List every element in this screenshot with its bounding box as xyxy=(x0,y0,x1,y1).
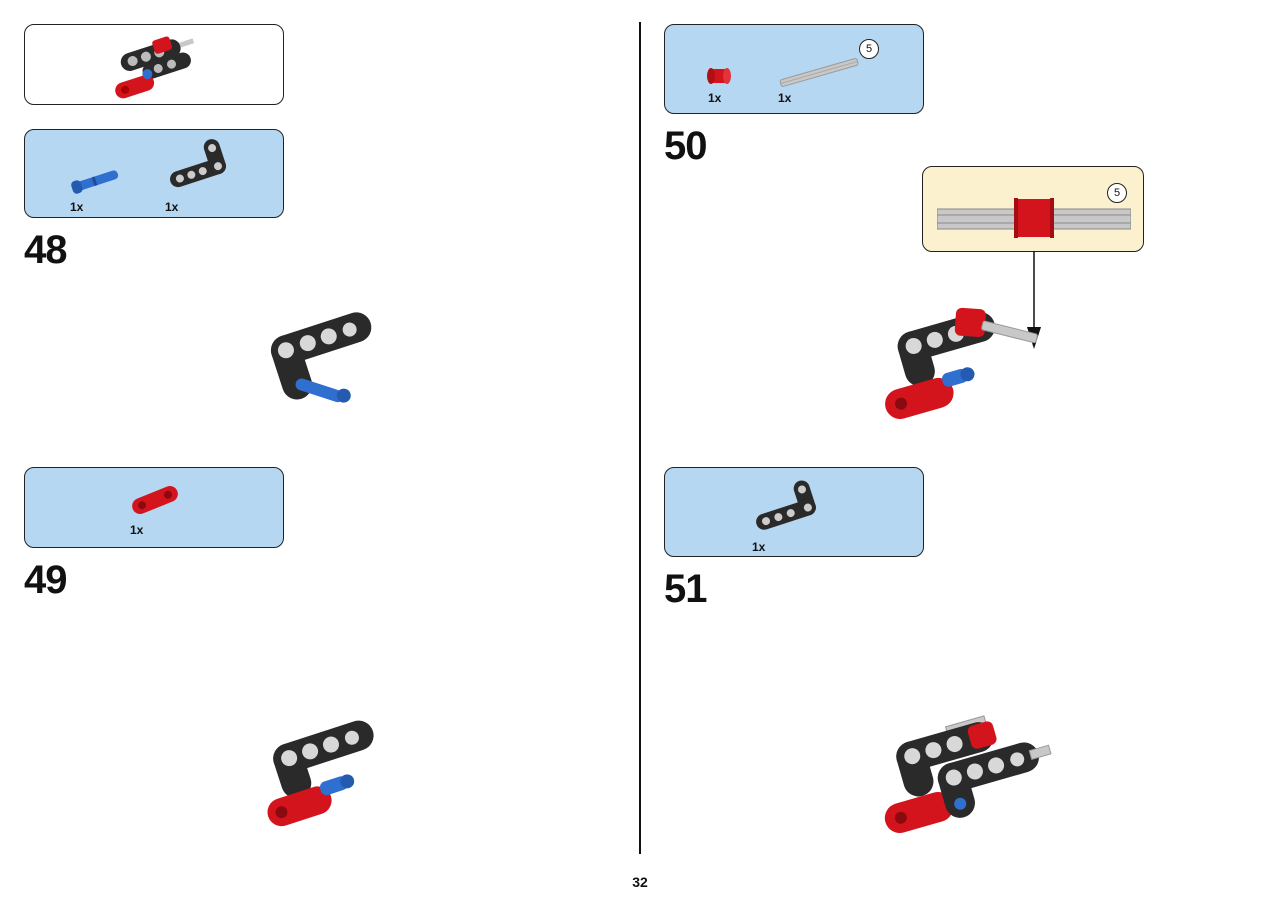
step49-parts-box: 1x xyxy=(24,467,284,548)
step-number-51: 51 xyxy=(664,567,707,611)
axle-with-bush-illustration xyxy=(937,198,1131,238)
page-divider xyxy=(639,22,641,854)
step50-callout-box: 5 xyxy=(922,166,1144,252)
red-connector-icon xyxy=(132,486,178,514)
step-number-50: 50 xyxy=(664,124,707,168)
step-number-49: 49 xyxy=(24,558,67,602)
model-preview-illustration xyxy=(115,36,195,99)
step50-part2-qty: 1x xyxy=(778,91,792,105)
step51-parts-box: 1x xyxy=(664,467,924,557)
step51-part1-qty: 1x xyxy=(752,540,766,554)
step49-part1-qty: 1x xyxy=(130,523,144,537)
blue-pin-icon xyxy=(71,170,119,194)
step48-part1-qty: 1x xyxy=(70,200,84,214)
step49-assembly-illustration xyxy=(267,720,374,827)
step48-parts-box: 1x 1x xyxy=(24,129,284,218)
step48-part2-qty: 1x xyxy=(165,200,179,214)
black-l-beam-icon xyxy=(170,139,226,188)
grey-axle-icon xyxy=(779,58,859,87)
step48-assembly-illustration xyxy=(270,312,372,403)
model-preview-box xyxy=(24,24,284,105)
step50-part1-qty: 1x xyxy=(708,91,722,105)
step-number-48: 48 xyxy=(24,228,67,272)
axle-length-badge: 5 xyxy=(859,39,879,59)
callout-axle-length-badge: 5 xyxy=(1107,183,1127,203)
step50-parts-box: 1x 1x 5 xyxy=(664,24,924,114)
step50-assembly-illustration xyxy=(885,307,1038,419)
page-number: 32 xyxy=(632,874,648,890)
step51-assembly-illustration xyxy=(884,715,1052,833)
red-bush-icon xyxy=(707,68,731,84)
black-l-beam-icon xyxy=(756,480,816,530)
